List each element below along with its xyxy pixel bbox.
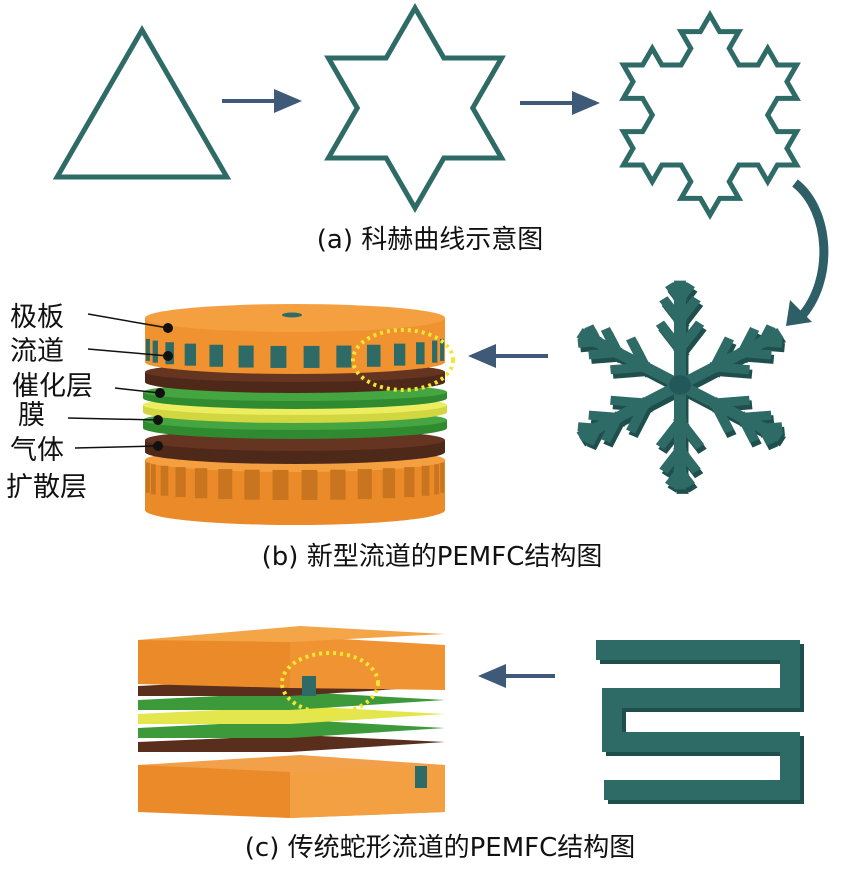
snowflake-branch xyxy=(673,465,695,488)
snowflake-branch xyxy=(665,282,687,305)
snowflake-branch xyxy=(735,327,760,359)
channel-slot xyxy=(270,345,287,368)
channel-slot xyxy=(152,340,158,363)
channel-slot xyxy=(382,468,396,499)
channel-slot xyxy=(160,465,169,496)
snowflake-branch xyxy=(707,336,734,373)
koch-triangle xyxy=(52,24,232,180)
box-pemfc xyxy=(138,626,445,818)
channel-slot xyxy=(238,345,254,368)
koch-snowflake xyxy=(619,9,801,220)
label-membrane: 膜 xyxy=(18,400,45,431)
snowflake-branch xyxy=(709,395,750,408)
snowflake-branch xyxy=(673,414,705,450)
channel-slot xyxy=(393,343,406,366)
channel-slot xyxy=(404,467,415,498)
channel-slot xyxy=(434,464,439,495)
snowflake-branch xyxy=(577,336,603,348)
snowflake-branch xyxy=(736,410,772,423)
serpentine-flow-field xyxy=(596,640,804,804)
snowflake-branch xyxy=(659,296,687,327)
channel-slot xyxy=(432,340,438,363)
channel-slot xyxy=(175,467,186,498)
channel-slot xyxy=(272,469,289,500)
channel-slot xyxy=(421,465,430,496)
channel-slot xyxy=(145,462,150,493)
cylinder-pemfc xyxy=(67,304,455,525)
channel-slot xyxy=(184,343,197,366)
channel-slot xyxy=(303,345,320,368)
channel-slot xyxy=(416,342,425,365)
snowflake-branch xyxy=(757,422,783,434)
snowflake-branch xyxy=(655,320,687,356)
channel-slot xyxy=(301,469,318,500)
snowflake-branch xyxy=(756,324,776,348)
highlight-circle-c xyxy=(280,651,380,715)
channel-slot xyxy=(218,469,233,500)
channel-slot xyxy=(357,469,372,500)
channel-slot xyxy=(366,344,381,367)
caption-a: (a) 科赫曲线示意图 xyxy=(317,225,544,255)
channel-slot xyxy=(440,338,445,361)
snowflake-branch xyxy=(600,411,625,443)
channel-slot xyxy=(145,338,150,361)
highlight-circle-b xyxy=(351,328,455,392)
snowflake-branch xyxy=(626,397,653,434)
channel-slot xyxy=(151,464,156,495)
label-gdl-1: 气体 xyxy=(10,435,64,466)
channel-slot xyxy=(244,469,260,500)
snowflake-branch xyxy=(673,443,701,474)
caption-c: (c) 传统蛇形流道的PEMFC结构图 xyxy=(245,833,636,863)
label-channel: 流道 xyxy=(10,336,64,367)
label-gdl-2: 扩散层 xyxy=(6,472,87,503)
snowflake-branch xyxy=(588,347,624,360)
channel-slot xyxy=(336,345,352,368)
snowflake-flow-field xyxy=(576,280,786,494)
label-catalyst: 催化层 xyxy=(12,371,93,402)
snowflake-hub xyxy=(669,375,691,395)
channel-slot xyxy=(440,462,445,493)
curved-arrow-head xyxy=(786,300,812,326)
channel-slot xyxy=(330,469,346,500)
koch-star xyxy=(324,3,506,213)
caption-b: (b) 新型流道的PEMFC结构图 xyxy=(262,542,603,572)
snowflake-branch xyxy=(584,422,604,446)
channel-slot xyxy=(194,468,208,499)
snowflake-branch xyxy=(610,362,651,375)
label-plate: 极板 xyxy=(10,302,64,333)
channel-slot xyxy=(209,344,224,367)
curved-arrow xyxy=(792,179,829,322)
